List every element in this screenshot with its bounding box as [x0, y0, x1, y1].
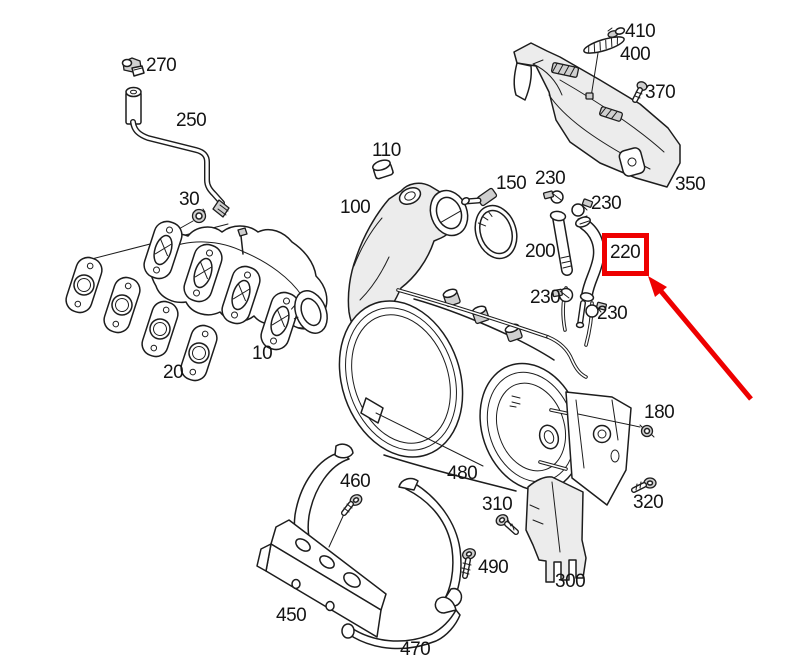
part-label-180[interactable]: 180: [644, 402, 675, 423]
part-label-100[interactable]: 100: [340, 197, 371, 218]
part-label-230c[interactable]: 230: [530, 287, 561, 308]
pressure-pipe-250-drawing: [125, 86, 230, 218]
clamp-150-drawing: [461, 187, 518, 260]
part-label-470[interactable]: 470: [400, 639, 431, 660]
clamp-230c-drawing: [552, 287, 574, 303]
part-label-300[interactable]: 300: [555, 571, 586, 592]
bolt-490-drawing: [461, 548, 476, 579]
bolt-320-drawing: [631, 477, 657, 493]
part-label-220[interactable]: 220: [610, 242, 641, 263]
part-label-20[interactable]: 20: [163, 362, 184, 383]
bracket-plate-450-drawing: [256, 519, 387, 638]
bolt-310-drawing: [495, 514, 519, 535]
dpf-cylinder-drawing: [338, 286, 632, 506]
exhaust-manifold-10-drawing: [143, 220, 328, 351]
bolt-460-drawing: [328, 494, 363, 548]
part-label-30[interactable]: 30: [179, 189, 200, 210]
nut-180-drawing: [577, 413, 655, 438]
part-label-450[interactable]: 450: [276, 605, 307, 626]
hose-200-drawing: [549, 210, 573, 276]
highlight-arrow: [648, 276, 753, 401]
gasket-strip-400-drawing: [583, 36, 625, 100]
part-label-310[interactable]: 310: [482, 494, 513, 515]
part-label-110[interactable]: 110: [372, 140, 401, 161]
heat-shield-350-drawing: [513, 42, 681, 188]
plug-110-drawing: [372, 159, 394, 180]
part-label-230b[interactable]: 230: [591, 193, 622, 214]
part-label-400[interactable]: 400: [620, 44, 651, 65]
clamp-230b-drawing: [571, 198, 594, 217]
part-label-150[interactable]: 150: [496, 173, 527, 194]
part-label-230d[interactable]: 230: [597, 303, 628, 324]
highlight-box-220: [602, 233, 649, 276]
part-label-410[interactable]: 410: [625, 21, 656, 42]
part-label-480[interactable]: 480: [447, 463, 478, 484]
part-label-490[interactable]: 490: [478, 557, 509, 578]
part-label-350[interactable]: 350: [675, 174, 706, 195]
pipe-stub-drawing: [575, 300, 586, 329]
strap-480-drawing: [398, 477, 463, 607]
part-label-270[interactable]: 270: [146, 55, 177, 76]
clamp-230d-drawing: [585, 301, 608, 318]
part-label-10[interactable]: 10: [252, 343, 273, 364]
heat-shield-300-drawing: [525, 476, 587, 583]
part-label-230a[interactable]: 230: [535, 168, 566, 189]
part-label-320[interactable]: 320: [633, 492, 664, 513]
clamp-270-drawing: [121, 57, 145, 77]
strap-470-drawing: [341, 596, 461, 650]
part-label-460[interactable]: 460: [340, 471, 371, 492]
part-label-250[interactable]: 250: [176, 110, 207, 131]
clamp-230a-drawing: [542, 190, 564, 204]
clip-410-drawing: [607, 27, 626, 38]
screw-370-drawing: [632, 81, 648, 103]
hose-220-drawing: [575, 215, 605, 302]
part-label-200[interactable]: 200: [525, 241, 556, 262]
part-label-370[interactable]: 370: [645, 82, 676, 103]
